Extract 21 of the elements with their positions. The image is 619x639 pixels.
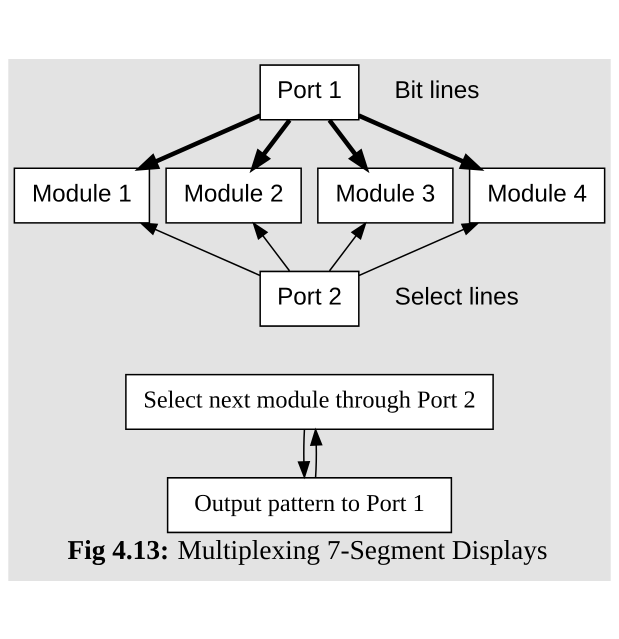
node-box: Module 3 [317, 167, 454, 224]
label: Select lines [394, 283, 519, 310]
label: Bit lines [394, 76, 480, 104]
arrow [134, 113, 262, 170]
arrow [328, 118, 370, 173]
arrow [139, 222, 260, 276]
node-box: Select next module through Port 2 [125, 373, 494, 430]
node-box: Module 2 [165, 167, 302, 224]
arrow [252, 221, 290, 271]
arrow [358, 222, 480, 276]
arrow [250, 118, 292, 173]
node-box: Module 4 [468, 167, 606, 224]
arrow [297, 429, 310, 479]
caption: Fig 4.13: Multiplexing 7-Segment Displays [67, 534, 548, 564]
arrow [328, 221, 367, 271]
arrow [358, 113, 484, 170]
node-box: Module 1 [14, 167, 150, 224]
node-box: Port 2 [259, 270, 360, 326]
arrow [310, 426, 323, 477]
node-box: Output pattern to Port 1 [166, 476, 452, 533]
node-box: Port 1 [259, 64, 360, 120]
